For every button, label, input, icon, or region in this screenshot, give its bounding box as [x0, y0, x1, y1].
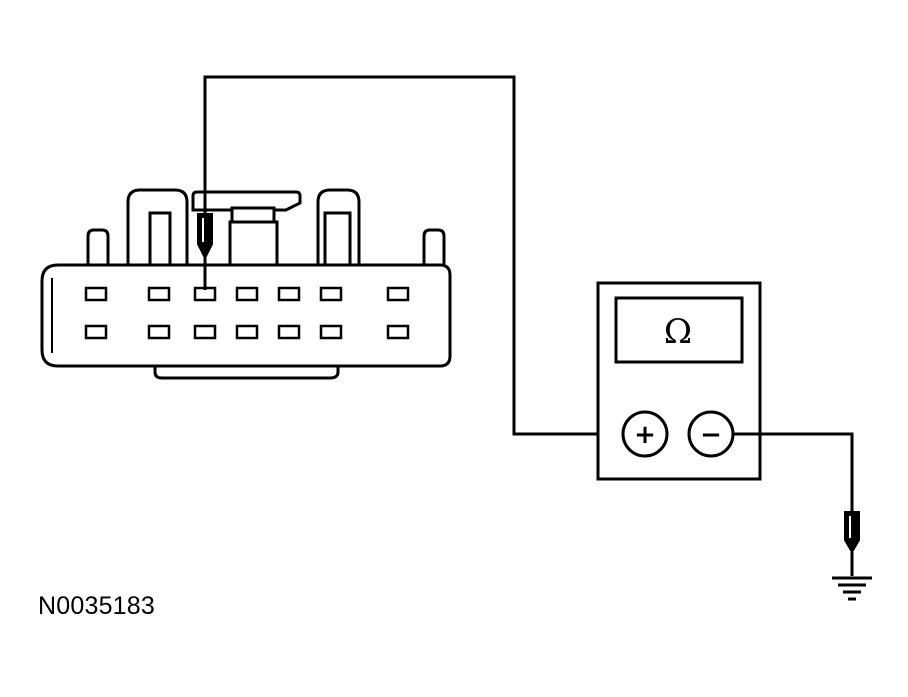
connector-right-latch-inner	[323, 211, 352, 265]
negative-jack-label: −	[700, 420, 722, 450]
ground-icon	[832, 576, 872, 601]
figure-id: N0035183	[38, 592, 155, 620]
connector-pin-bottom-7	[386, 324, 410, 340]
positive-jack[interactable]	[621, 410, 669, 458]
connector-pin-bottom-4	[235, 324, 259, 340]
connector-pin-top-2	[147, 286, 171, 302]
test-lead-positive	[203, 75, 623, 436]
multimeter: Ω + −	[596, 281, 762, 481]
multimeter-display	[614, 296, 744, 364]
multimeter-display-symbol: Ω	[664, 312, 692, 352]
connector-pin-bottom-5	[277, 324, 301, 340]
connector-left-latch-inner	[148, 211, 172, 265]
positive-jack-label: +	[634, 420, 656, 450]
connector-pin-bottom-2	[147, 324, 171, 340]
connector-pin-top-4	[235, 286, 259, 302]
test-lead-negative	[733, 432, 854, 512]
ground-probe	[844, 511, 860, 576]
connector-left-latch	[126, 188, 189, 265]
connector-pin-bottom-3	[193, 324, 217, 340]
connector-lock-pad	[230, 206, 276, 224]
connector-pin-bottom-6	[319, 324, 343, 340]
connector-pin-top-6	[319, 286, 343, 302]
connector-pins	[84, 286, 410, 340]
connector-right-tab	[422, 228, 446, 265]
connector-body	[40, 263, 452, 368]
connector-left-tab	[86, 228, 110, 265]
connector	[40, 188, 452, 380]
connector-lock	[191, 190, 302, 212]
connector-pin-top-5	[277, 286, 301, 302]
connector-pin-top-7	[386, 286, 410, 302]
connector-lock-stem	[228, 220, 279, 265]
probe-icon	[197, 213, 213, 261]
connector-pin-top-1	[84, 286, 108, 302]
connector-pin-bottom-1	[84, 324, 108, 340]
